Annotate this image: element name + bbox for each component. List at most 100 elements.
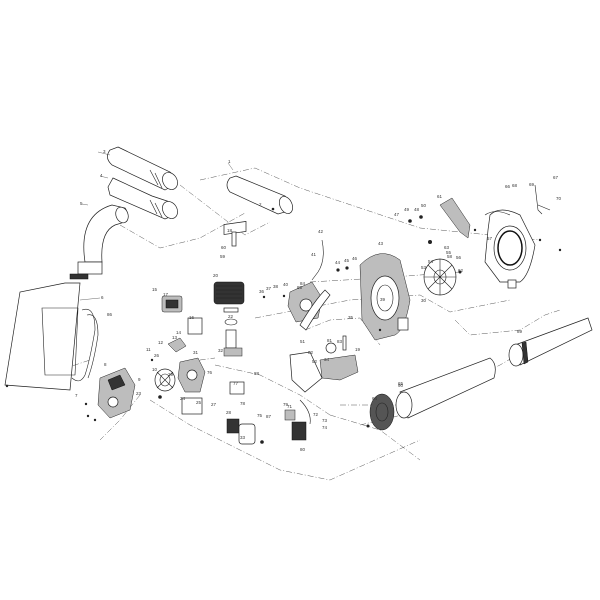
part-label: 58 [447, 254, 453, 259]
part-label: 75 [257, 413, 263, 418]
part-label: 26 [154, 353, 160, 358]
part-label: 46 [352, 256, 358, 261]
volute-housing-43 [359, 253, 411, 341]
part-label: 7 [75, 393, 78, 398]
part-label: 60 [221, 245, 227, 250]
air-filter-cover-33 [238, 423, 256, 445]
intake-grill-64 [369, 393, 395, 431]
muffler-17 [161, 295, 183, 313]
nozzle-tube-89 [508, 317, 593, 367]
part-label: 62 [458, 268, 464, 273]
part-label: 44 [335, 260, 341, 265]
part-label: 76 [207, 370, 213, 375]
ignition-coil-12 [167, 337, 187, 353]
part-label: 56 [456, 255, 462, 260]
part-label: 22 [228, 314, 234, 319]
part-label: 57 [487, 236, 493, 241]
part-label: 90 [398, 383, 404, 388]
part-label: 42 [318, 229, 324, 234]
part-label: 48 [414, 207, 420, 212]
harness-bracket-67 [534, 184, 551, 215]
part-label: 80 [300, 447, 306, 452]
part-label: 21 [215, 298, 221, 303]
part-label: 10 [152, 367, 158, 372]
part-label: 41 [311, 252, 317, 257]
backpack-frame-6 [4, 282, 101, 391]
part-label: 27 [211, 402, 217, 407]
cylinder-20 [213, 221, 247, 357]
part-label: 19 [355, 347, 361, 352]
part-label: 66 [505, 184, 511, 189]
part-label: 51 [300, 339, 306, 344]
part-label: 49 [404, 207, 410, 212]
part-label: 6 [101, 295, 104, 300]
part-label: 40 [283, 282, 289, 287]
tube-3 [97, 146, 178, 191]
part-label: 33 [240, 435, 246, 440]
part-label: 28 [226, 410, 232, 415]
impeller-62 [423, 258, 457, 296]
elbow-5 [69, 203, 129, 280]
part-label: 85 [297, 285, 303, 290]
part-label: 74 [322, 425, 328, 430]
part-label: 4 [100, 173, 103, 178]
throttle-cable-41 [311, 239, 324, 281]
part-label: 34 [324, 357, 330, 362]
straight-tube-90 [395, 357, 496, 419]
part-label: 13 [172, 335, 178, 340]
part-label: 53 [421, 265, 427, 270]
part-label: 25 [196, 400, 202, 405]
part-label: 52 [312, 359, 318, 364]
air-filter-base-24 [181, 397, 203, 415]
part-label: 45 [344, 258, 350, 263]
part-label: 29 [168, 372, 174, 377]
part-label: 43 [378, 241, 384, 246]
part-label: 20 [213, 273, 219, 278]
part-label: 65 [398, 381, 404, 386]
part-label: 84 [300, 281, 306, 286]
part-label: 23 [136, 391, 142, 396]
part-label: 11 [146, 347, 151, 352]
part-label: 72 [313, 412, 319, 417]
intake-shroud [289, 351, 323, 393]
part-label: 50 [421, 203, 427, 208]
part-label: 12 [158, 340, 164, 345]
part-label: 68 [512, 183, 518, 188]
part-label: 70 [556, 196, 562, 201]
part-label: 47 [394, 212, 400, 217]
tube-1 [226, 162, 293, 215]
part-label: 69 [529, 182, 535, 187]
part-label: 35 [348, 315, 354, 320]
part-label: 81 [327, 338, 333, 343]
part-label: 79 [283, 402, 289, 407]
part-label: 78 [240, 401, 246, 406]
part-label: 38 [273, 284, 279, 289]
part-label: 32 [218, 348, 224, 353]
plate-88 [229, 381, 245, 395]
part-label: 55 [446, 250, 452, 255]
control-handle-61 [439, 197, 471, 239]
part-label: 71 [287, 404, 293, 409]
carburetor-80 [284, 399, 311, 441]
part-label: 5 [80, 201, 83, 206]
part-label: 39 [380, 297, 386, 302]
part-label: 3 [103, 149, 106, 154]
part-label: 18 [227, 228, 233, 233]
part-label: 64 [372, 396, 378, 401]
crankcase-29 [177, 357, 206, 393]
part-label: 54 [428, 259, 434, 264]
part-label: 77 [233, 381, 239, 386]
part-label: 15 [152, 287, 158, 292]
part-label: 24 [180, 396, 186, 401]
part-label: 31 [193, 350, 199, 355]
part-label: 61 [437, 194, 443, 199]
part-label: 89 [517, 329, 523, 334]
part-label: 59 [220, 254, 226, 259]
part-label: 88 [254, 371, 260, 376]
volute-cover-57 [484, 209, 536, 289]
part-label: 63 [444, 245, 450, 250]
fasteners [5, 207, 562, 444]
part-label: 17 [163, 292, 169, 297]
